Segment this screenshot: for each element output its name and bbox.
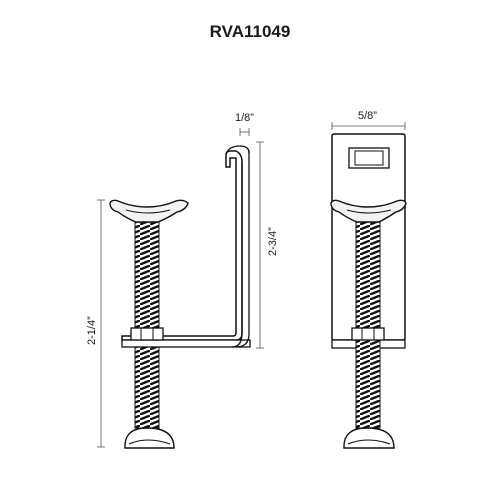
front-wing-knob [330,199,407,223]
dimension-bracket-height: 2-3/4” [267,227,279,256]
side-view [109,145,251,449]
front-view [330,133,407,449]
dimension-bolt-length: 2-1/4” [86,316,98,345]
dimension-lines [97,122,406,448]
side-wing-knob [109,199,189,223]
drawing-title: RVA11049 [209,22,291,41]
dimension-bracket-thickness: 1/8” [235,112,254,124]
side-threaded-rod [134,221,160,429]
side-nut [130,327,164,341]
front-threaded-rod [355,221,381,429]
side-bolt-head [124,427,175,449]
dimension-bracket-width: 5/8” [358,110,377,122]
front-bolt-head [343,427,395,449]
front-nut [351,327,385,341]
